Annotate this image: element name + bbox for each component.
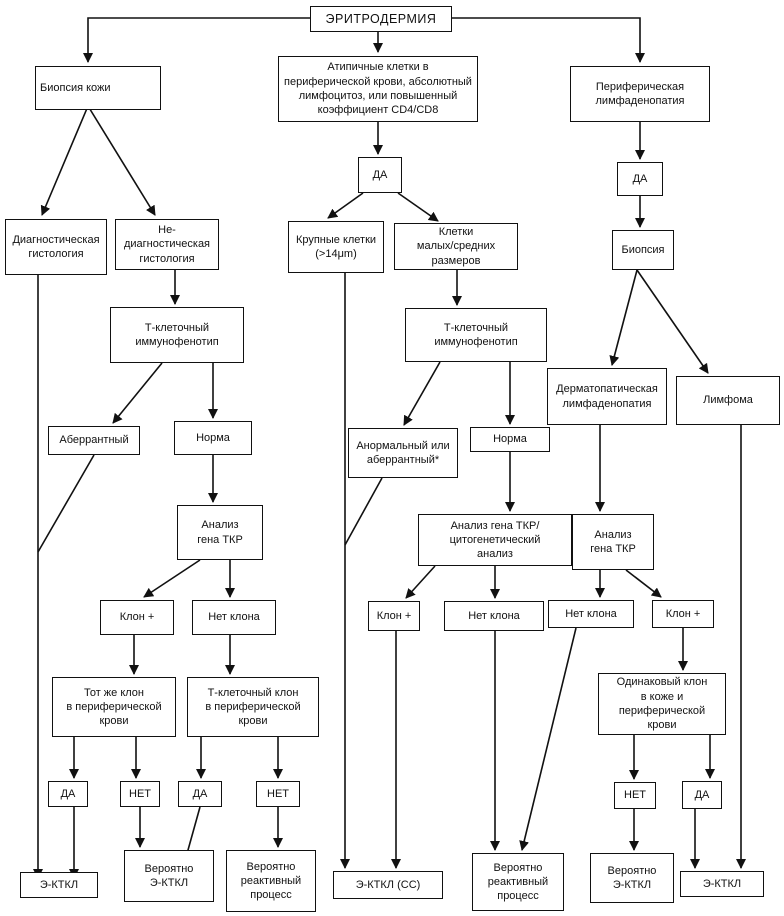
same-clone-skin-blood-box: Одинаковый клон в коже и периферической …: [598, 673, 726, 735]
yes-right-box: ДА: [617, 162, 663, 196]
no-clone-right-box: Нет клона: [548, 600, 634, 628]
t-immunophenotype-center-box: Т-клеточный иммунофенотип: [405, 308, 547, 362]
e-ctcl-right-box: Э-КТКЛ: [680, 871, 764, 897]
probably-e-ctcl-right-box: Вероятно Э-КТКЛ: [590, 853, 674, 903]
probably-reactive-center-box: Вероятно реактивный процесс: [472, 853, 564, 911]
norm-left-box: Норма: [174, 421, 252, 455]
erythroderma-box: ЭРИТРОДЕРМИЯ: [310, 6, 452, 32]
diagnostic-histology-box: Диагностическая гистология: [5, 219, 107, 275]
tcr-analysis-left-box: Анализ гена ТКР: [177, 505, 263, 560]
clone-plus-left-box: Клон +: [100, 600, 174, 635]
norm-center-box: Норма: [470, 427, 550, 452]
t-clone-blood-box: Т-клеточный клон в периферической крови: [187, 677, 319, 737]
same-clone-blood-box: Тот же клон в периферической крови: [52, 677, 176, 737]
no-clone-left-box: Нет клона: [192, 600, 276, 635]
no-c-box: НЕТ: [614, 782, 656, 809]
yes-a-box: ДА: [48, 781, 88, 807]
aberrant-box: Аберрантный: [48, 426, 140, 455]
e-ctcl-ss-box: Э-КТКЛ (СС): [333, 871, 443, 899]
no-clone-center-box: Нет клона: [444, 601, 544, 631]
skin-biopsy-box: Биопсия кожи: [35, 66, 161, 110]
small-medium-cells-box: Клетки малых/средних размеров: [394, 223, 518, 270]
no-b-box: НЕТ: [256, 781, 300, 807]
yes-center-box: ДА: [358, 157, 402, 193]
tcr-cytogenetic-box: Анализ гена ТКР/ цитогенетический анализ: [418, 514, 572, 566]
atypical-cells-box: Атипичные клетки в периферической крови,…: [278, 56, 478, 122]
clone-plus-right-box: Клон +: [652, 600, 714, 628]
yes-b-box: ДА: [178, 781, 222, 807]
biopsy-right-box: Биопсия: [612, 230, 674, 270]
tcr-analysis-right-box: Анализ гена ТКР: [572, 514, 654, 570]
peripheral-lymphadenopathy-box: Периферическая лимфаденопатия: [570, 66, 710, 122]
nondiagnostic-histology-box: Не- диагностическая гистология: [115, 219, 219, 270]
lymphoma-box: Лимфома: [676, 376, 780, 425]
no-a-box: НЕТ: [120, 781, 160, 807]
probably-reactive-left-box: Вероятно реактивный процесс: [226, 850, 316, 912]
abnormal-or-aberrant-box: Анормальный или aберрантный*: [348, 428, 458, 478]
probably-e-ctcl-left-box: Вероятно Э-КТКЛ: [124, 850, 214, 902]
yes-c-box: ДА: [682, 781, 722, 809]
e-ctcl-left-box: Э-КТКЛ: [20, 872, 98, 898]
large-cells-box: Крупные клетки (>14μm): [288, 221, 384, 273]
clone-plus-center-box: Клон +: [368, 601, 420, 631]
t-immunophenotype-left-box: Т-клеточный иммунофенотип: [110, 307, 244, 363]
dermatopathic-lymphadenopathy-box: Дерматопатическая лимфаденопатия: [547, 368, 667, 425]
